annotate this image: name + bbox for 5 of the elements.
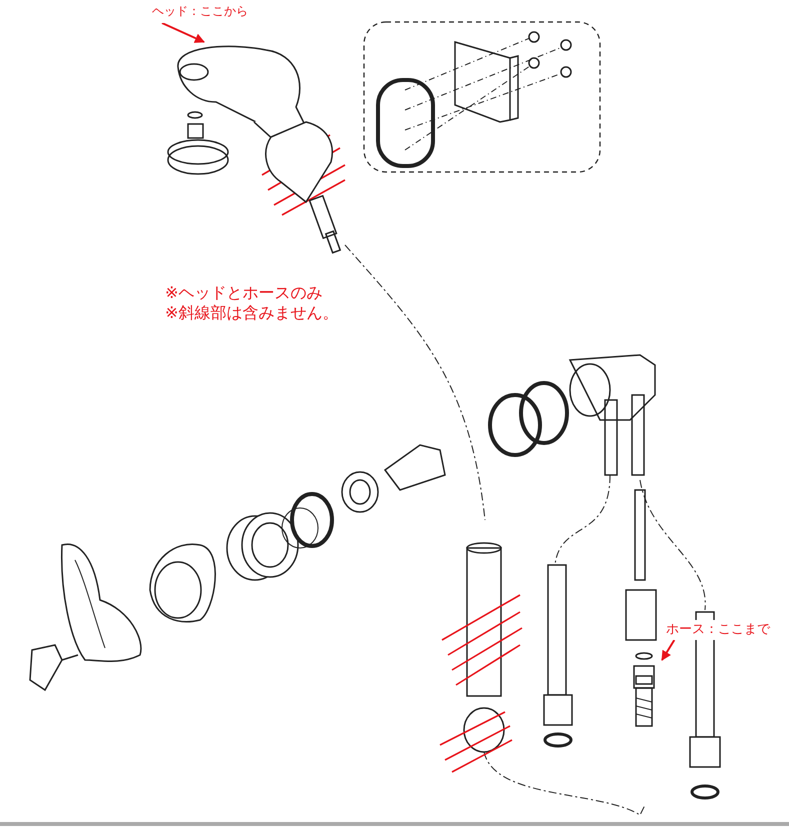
arrow (661, 639, 676, 661)
arrow (162, 22, 205, 43)
note-text: ※ヘッドとホースのみ (165, 283, 322, 303)
note-text: ※斜線部は含みません。 (165, 303, 338, 323)
callout-text: ホース：ここまで (666, 620, 770, 640)
